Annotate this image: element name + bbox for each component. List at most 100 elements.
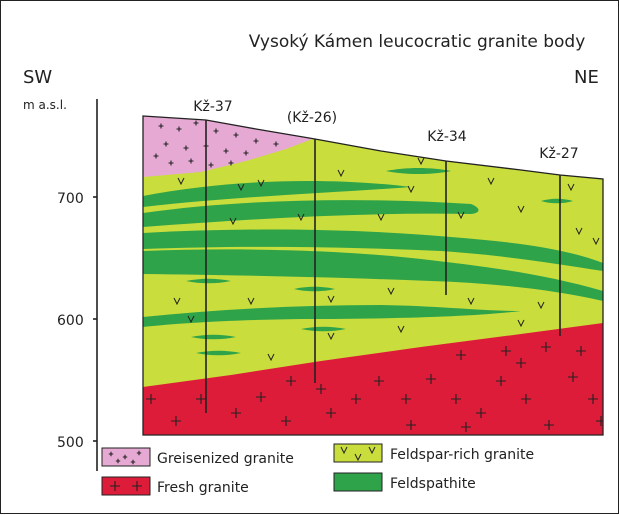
feldspar-rich-vee-mark xyxy=(377,213,385,222)
legend-vee-mark xyxy=(368,446,376,455)
feldspar-rich-vee-mark xyxy=(575,227,583,236)
greisenized-dot-mark xyxy=(163,141,169,147)
legend-dot-mark xyxy=(122,454,128,460)
feldspar-rich-vee-mark xyxy=(327,332,335,341)
feldspar-rich-vee-mark xyxy=(177,177,185,186)
axis-label: m a.s.l. xyxy=(23,98,67,112)
fresh-granite-cross-mark xyxy=(516,358,526,368)
borehole-label-kz34: Kž-34 xyxy=(427,129,466,145)
legend: Greisenized granite Fresh granite Feldsp… xyxy=(101,443,534,496)
borehole-label-kz27: Kž-27 xyxy=(539,146,578,162)
feldspar-rich-vee-mark xyxy=(537,301,545,310)
feldspar-rich-vee-mark xyxy=(327,295,335,304)
feldspar-rich-vee-mark xyxy=(517,319,525,328)
feldspar-rich-vee-mark xyxy=(229,217,237,226)
fresh-granite-cross-mark xyxy=(426,374,436,384)
axis-tick-label-600: 600 xyxy=(57,313,84,329)
legend-vee-mark xyxy=(340,446,348,455)
fresh-granite-cross-mark xyxy=(451,394,461,404)
feldspathite-lens xyxy=(386,168,451,174)
greisenized-dot-mark xyxy=(183,145,189,151)
legend-dot-mark xyxy=(115,458,121,464)
axis-tick-label-500: 500 xyxy=(57,435,84,451)
feldspathite-lens xyxy=(143,305,521,327)
fresh-granite-cross-mark xyxy=(286,376,296,386)
axis-tick-label-700: 700 xyxy=(57,191,84,207)
feldspar-rich-vee-mark xyxy=(387,287,395,296)
feldspathite-lens xyxy=(541,198,573,204)
feldspar-rich-vee-mark xyxy=(247,297,255,306)
feldspar-rich-vee-marks xyxy=(173,157,600,362)
greisenized-dot-mark xyxy=(223,148,229,154)
greisenized-dot-mark xyxy=(153,153,159,159)
legend-label-feldspathite: Feldspathite xyxy=(390,476,476,492)
fresh-granite-cross-mark xyxy=(496,376,506,386)
legend-dot-mark xyxy=(130,459,136,465)
section-outline xyxy=(142,115,604,436)
fresh-granite-cross-mark xyxy=(476,408,486,418)
fresh-granite-cross-mark xyxy=(406,420,416,430)
feldspar-rich-vee-mark xyxy=(237,183,245,192)
fresh-granite-cross-mark xyxy=(456,350,466,360)
feldspathite-lens xyxy=(143,229,603,271)
legend-label-greisenized: Greisenized granite xyxy=(157,451,294,467)
greisenized-dot-mark xyxy=(193,120,199,126)
feldspar-rich-vee-mark xyxy=(407,185,415,194)
feldspathite-lens xyxy=(143,180,411,207)
fresh-granite-cross-mark xyxy=(568,372,578,382)
fresh-granite-cross-mark xyxy=(231,408,241,418)
fresh-granite-zone xyxy=(143,323,603,435)
greisenized-dot-mark xyxy=(208,162,214,168)
legend-dot-mark xyxy=(108,451,114,457)
fresh-granite-cross-mark xyxy=(146,394,156,404)
greisenized-dot-mark xyxy=(158,123,164,129)
fresh-granite-cross-mark xyxy=(461,422,471,432)
fresh-granite-cross-mark xyxy=(171,416,181,426)
feldspar-rich-vee-mark xyxy=(592,237,600,246)
fresh-granite-cross-mark xyxy=(501,346,511,356)
fresh-granite-cross-mark xyxy=(351,394,361,404)
fresh-granite-cross-mark xyxy=(544,420,554,430)
diagram-title: Vysoký Kámen leucocratic granite body xyxy=(249,32,586,52)
feldspar-rich-vee-mark xyxy=(417,157,425,166)
greisenized-dot-mark xyxy=(243,150,249,156)
feldspar-rich-vee-mark xyxy=(487,177,495,186)
fresh-granite-cross-mark xyxy=(521,394,531,404)
feldspar-rich-vee-mark xyxy=(173,297,181,306)
greisenized-dot-mark xyxy=(213,128,219,134)
fresh-granite-cross-mark xyxy=(596,416,603,426)
feldspar-rich-vee-mark xyxy=(397,325,405,334)
legend-vee-mark xyxy=(354,453,362,462)
fresh-granite-cross-mark xyxy=(541,342,551,352)
feldspathite-lens xyxy=(143,249,603,301)
legend-swatch-fresh xyxy=(101,476,151,496)
greisenized-dot-mark xyxy=(228,160,234,166)
legend-dot-mark xyxy=(136,450,142,456)
greisenized-dot-mark xyxy=(233,132,239,138)
fresh-granite-cross-mark xyxy=(316,384,326,394)
feldspathite-lens xyxy=(301,326,346,332)
fresh-granite-cross-mark xyxy=(588,394,598,404)
feldspar-rich-vee-mark xyxy=(267,353,275,362)
greisenized-dot-mark xyxy=(273,141,279,147)
feldspathite-lens xyxy=(196,350,241,356)
fresh-granite-cross-mark xyxy=(374,376,384,386)
greisenized-dot-mark xyxy=(176,126,182,132)
greisenized-dot-mark xyxy=(253,138,259,144)
fresh-granite-cross-mark xyxy=(196,394,206,404)
legend-feldspar-rich-vees xyxy=(340,446,376,462)
fresh-granite-cross-mark xyxy=(326,408,336,418)
legend-label-feldspar-rich: Feldspar-rich granite xyxy=(390,447,534,463)
feldspar-rich-vee-mark xyxy=(567,183,575,192)
feldspar-rich-vee-mark xyxy=(467,297,475,306)
feldspar-rich-vee-mark xyxy=(457,211,465,220)
feldspathite-lens xyxy=(143,200,479,227)
fresh-granite-cross-mark xyxy=(281,416,291,426)
fresh-granite-cross-mark xyxy=(401,394,411,404)
feldspar-rich-vee-mark xyxy=(297,213,305,222)
legend-swatch-feldspathite xyxy=(333,472,383,492)
greisenized-dot-mark xyxy=(188,158,194,164)
legend-fresh-crosses xyxy=(110,481,142,491)
